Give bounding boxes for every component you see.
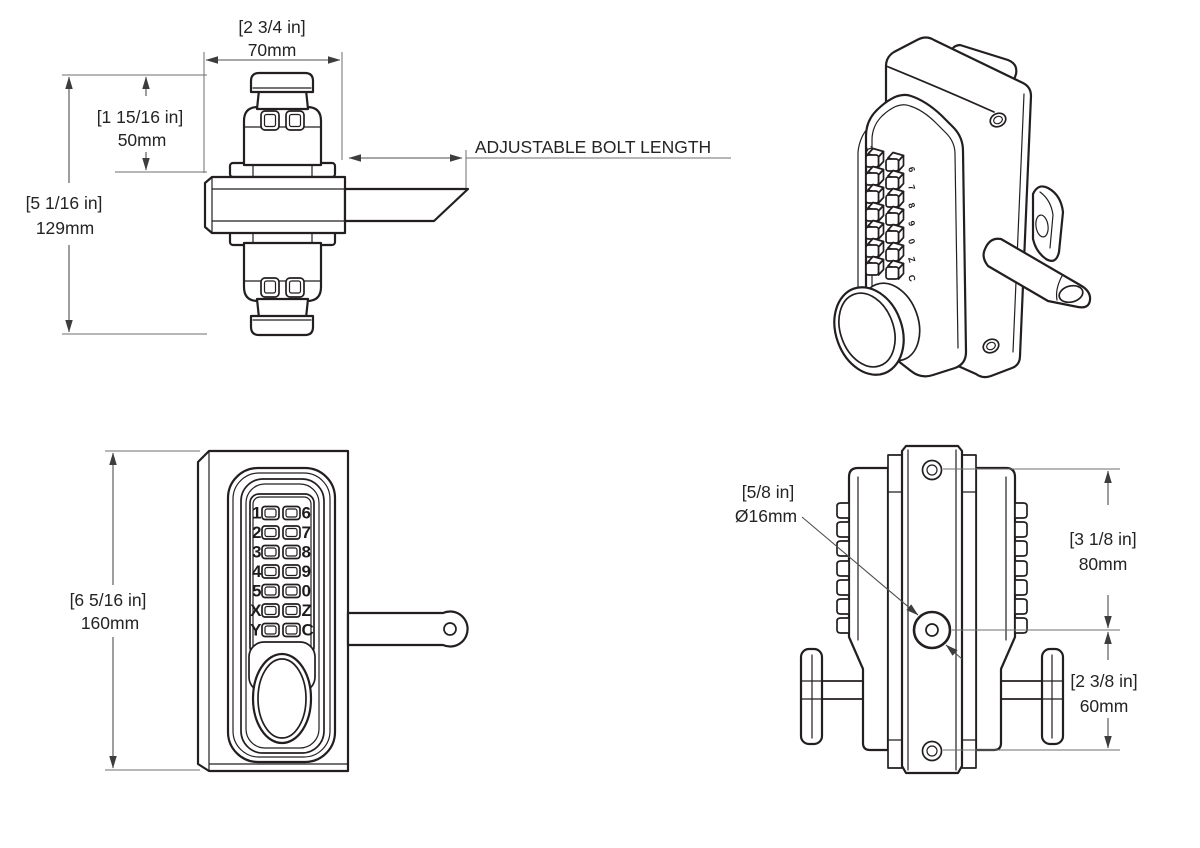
plate-screw (921, 740, 943, 762)
svg-text:0: 0 (906, 238, 917, 246)
bolt-hole (1058, 284, 1084, 304)
side-housing-right (974, 466, 1017, 752)
key-label: 7 (302, 523, 311, 542)
front-view: 1 2 3 4 5 X Y 6 7 8 9 0 Z C (70, 449, 469, 773)
plate-screw-hole (982, 338, 1000, 354)
key-label: Z (302, 601, 312, 620)
svg-text:1: 1 (864, 145, 875, 153)
dim-height-inches: [6 5/16 in] (70, 590, 147, 610)
top-view-lock-body (203, 71, 470, 337)
plate-screw-hole (989, 112, 1007, 128)
svg-text:Z: Z (906, 256, 917, 265)
dim-knob-height-inches: [1 15/16 in] (97, 107, 184, 127)
dim-height-mm: 160mm (81, 613, 139, 633)
key-label: 8 (302, 543, 311, 562)
spindle-hub (912, 610, 952, 650)
dim-spindle-inches: [5/8 in] (742, 482, 795, 502)
dim-width-mm: 70mm (248, 40, 297, 60)
side-view-dimensions: [5/8 in] Ø16mm [3 1/8 in] 80mm [2 3/8 in… (735, 468, 1138, 751)
dim-upper-mm: 80mm (1079, 554, 1128, 574)
dim-lower-inches: [2 3/8 in] (1070, 671, 1137, 691)
svg-text:9: 9 (906, 220, 917, 228)
dim-overall-height-mm: 129mm (36, 218, 94, 238)
svg-text:6: 6 (906, 166, 917, 174)
dim-knob-height-mm: 50mm (118, 130, 167, 150)
side-view: [5/8 in] Ø16mm [3 1/8 in] 80mm [2 3/8 in… (735, 444, 1138, 775)
bolt-hole (443, 622, 457, 636)
knob-stem (821, 680, 864, 700)
adjustable-bolt-length-label: ADJUSTABLE BOLT LENGTH (475, 137, 711, 157)
svg-text:7: 7 (906, 184, 917, 192)
key-label: X (250, 601, 262, 620)
svg-text:8: 8 (906, 202, 917, 210)
top-view-button (260, 110, 280, 131)
top-view-dimensions: [2 3/4 in] 70mm [1 15/16 in] 50mm [5 1/1… (26, 17, 731, 335)
svg-text:C: C (906, 274, 918, 284)
front-keypad: 1 2 3 4 5 X Y 6 7 8 9 0 Z C (250, 504, 314, 640)
front-knob (251, 652, 313, 745)
case-strip (961, 454, 977, 769)
gate-plate (900, 444, 964, 775)
latch-case (203, 175, 347, 235)
top-view-button (285, 110, 305, 131)
key-label: C (302, 621, 314, 640)
front-bolt (346, 610, 469, 648)
key-label: 4 (252, 562, 262, 581)
key-label: 9 (302, 562, 311, 581)
side-housing-left (847, 466, 890, 752)
dim-lower-mm: 60mm (1080, 696, 1129, 716)
dim-spindle-mm: Ø16mm (735, 506, 797, 526)
key-label: 3 (252, 543, 261, 562)
bolt (343, 187, 470, 223)
top-view: [2 3/4 in] 70mm [1 15/16 in] 50mm [5 1/1… (26, 17, 731, 337)
knob-cap (249, 314, 315, 337)
key-label: 1 (252, 504, 261, 523)
front-view-dimensions: [6 5/16 in] 160mm (70, 450, 200, 771)
key-label: 6 (302, 504, 311, 523)
dim-upper-inches: [3 1/8 in] (1069, 529, 1136, 549)
key-label: 5 (252, 582, 261, 601)
key-label: Y (250, 621, 262, 640)
key-label: 0 (302, 582, 311, 601)
knob-cap (249, 71, 315, 94)
case-strip (887, 454, 903, 769)
plate-screw (921, 459, 943, 481)
upper-housing (242, 105, 323, 167)
lower-housing (242, 241, 323, 303)
dim-width-inches: [2 3/4 in] (238, 17, 305, 37)
key-label: 2 (252, 523, 261, 542)
knob-stem (1000, 680, 1043, 700)
dim-overall-height-inches: [5 1/16 in] (26, 193, 103, 213)
isometric-view: 1 6 7 8 9 0 Z C (833, 36, 1092, 379)
iso-keypad-labels: 1 6 7 8 9 0 Z C (864, 145, 918, 284)
